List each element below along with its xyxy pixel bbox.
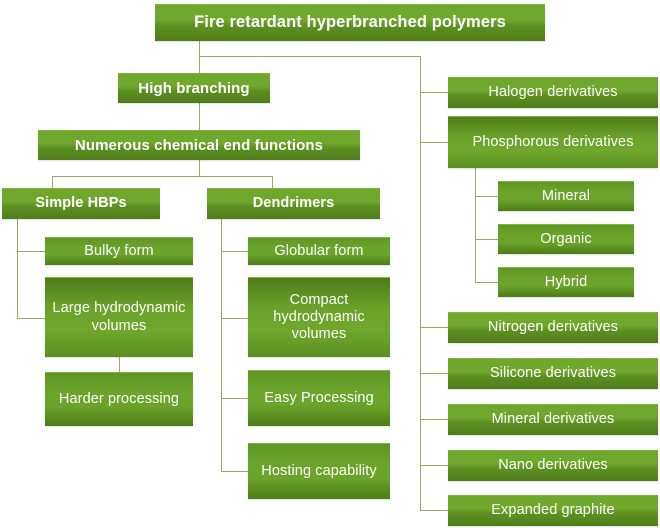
node-simple-hbps-label: Simple HBPs: [35, 195, 127, 212]
connector-middle-to-hosting: [221, 471, 248, 472]
node-mineral-derivatives-label: Mineral derivatives: [491, 411, 615, 428]
node-large-hydrodynamic-volumes[interactable]: Large hydrodynamic volumes: [45, 277, 193, 357]
node-hosting-capability-label: Hosting capability: [261, 462, 377, 479]
connector-left-trunk: [17, 219, 18, 319]
node-numerous-label: Numerous chemical end functions: [74, 136, 324, 154]
node-hybrid-label: Hybrid: [544, 273, 588, 290]
connector-numerous-down: [199, 160, 200, 177]
connector-right-to-phosphorous: [420, 142, 449, 143]
node-nitrogen-derivatives[interactable]: Nitrogen derivatives: [448, 312, 658, 343]
node-harder-processing-label: Harder processing: [58, 390, 180, 407]
connector-title-down: [199, 40, 200, 57]
connector-left-to-large: [17, 318, 45, 319]
connector-phos-to-hybrid: [475, 282, 499, 283]
node-hosting-capability[interactable]: Hosting capability: [248, 443, 390, 499]
node-mineral-derivatives[interactable]: Mineral derivatives: [448, 404, 658, 435]
node-high-branching[interactable]: High branching: [118, 73, 270, 103]
node-title[interactable]: Fire retardant hyperbranched polymers: [155, 4, 545, 41]
node-bulky-form-label: Bulky form: [84, 242, 154, 259]
connector-phosphorous-subtrunk: [475, 168, 476, 282]
node-dendrimers[interactable]: Dendrimers: [207, 188, 380, 219]
node-harder-processing[interactable]: Harder processing: [45, 372, 193, 426]
node-globular-form[interactable]: Globular form: [248, 237, 390, 265]
node-mineral-label: Mineral: [541, 187, 591, 204]
connector-right-to-nitrogen: [420, 327, 449, 328]
node-hybrid[interactable]: Hybrid: [498, 267, 634, 297]
node-halogen-derivatives-label: Halogen derivatives: [488, 84, 618, 101]
node-silicone-derivatives-label: Silicone derivatives: [489, 365, 617, 382]
node-compact-hydrodynamic-volumes-label: Compact hydrodynamic volumes: [273, 291, 365, 343]
connector-middle-to-easy: [221, 398, 248, 399]
connector-to-high-branching: [199, 56, 200, 74]
node-organic-label: Organic: [540, 230, 592, 247]
node-nano-derivatives-label: Nano derivatives: [498, 457, 608, 474]
node-compact-hydrodynamic-volumes[interactable]: Compact hydrodynamic volumes: [248, 277, 390, 357]
node-high-branching-label: High branching: [138, 79, 250, 97]
node-simple-hbps[interactable]: Simple HBPs: [2, 188, 160, 219]
connector-phos-to-mineral: [475, 196, 499, 197]
connector-columns-split: [52, 176, 273, 177]
node-numerous-chemical-end-functions[interactable]: Numerous chemical end functions: [38, 130, 360, 160]
connector-high-to-numerous: [199, 103, 200, 131]
node-nitrogen-derivatives-label: Nitrogen derivatives: [487, 319, 619, 336]
connector-title-split: [199, 56, 421, 57]
connector-middle-trunk: [221, 219, 222, 472]
node-large-hydrodynamic-volumes-label: Large hydrodynamic volumes: [52, 300, 186, 334]
node-phosphorous-derivatives-label: Phosphorous derivatives: [472, 133, 634, 150]
node-easy-processing[interactable]: Easy Processing: [248, 370, 390, 426]
node-bulky-form[interactable]: Bulky form: [45, 237, 193, 265]
connector-phos-to-organic: [475, 239, 499, 240]
node-mineral[interactable]: Mineral: [498, 181, 634, 211]
node-title-label: Fire retardant hyperbranched polymers: [194, 13, 506, 32]
connector-right-to-silicone: [420, 373, 449, 374]
node-organic[interactable]: Organic: [498, 224, 634, 254]
connector-middle-to-compact: [221, 318, 248, 319]
node-halogen-derivatives[interactable]: Halogen derivatives: [448, 77, 658, 108]
node-expanded-graphite[interactable]: Expanded graphite: [448, 495, 658, 526]
connector-left-to-bulky: [17, 251, 45, 252]
connector-right-to-nano: [420, 465, 449, 466]
connector-right-to-expanded: [420, 510, 449, 511]
connector-right-trunk: [420, 56, 421, 511]
node-globular-form-label: Globular form: [274, 242, 364, 259]
connector-to-simple-hbps: [52, 176, 53, 189]
connector-to-dendrimers: [272, 176, 273, 189]
connector-large-to-harder: [119, 357, 120, 372]
connector-right-to-halogen: [420, 92, 449, 93]
node-expanded-graphite-label: Expanded graphite: [491, 502, 615, 519]
connector-right-to-mineral-deriv: [420, 419, 449, 420]
node-dendrimers-label: Dendrimers: [252, 195, 335, 212]
node-silicone-derivatives[interactable]: Silicone derivatives: [448, 358, 658, 389]
node-phosphorous-derivatives[interactable]: Phosphorous derivatives: [448, 116, 658, 168]
node-easy-processing-label: Easy Processing: [264, 389, 374, 406]
node-nano-derivatives[interactable]: Nano derivatives: [448, 450, 658, 481]
connector-middle-to-globular: [221, 251, 248, 252]
